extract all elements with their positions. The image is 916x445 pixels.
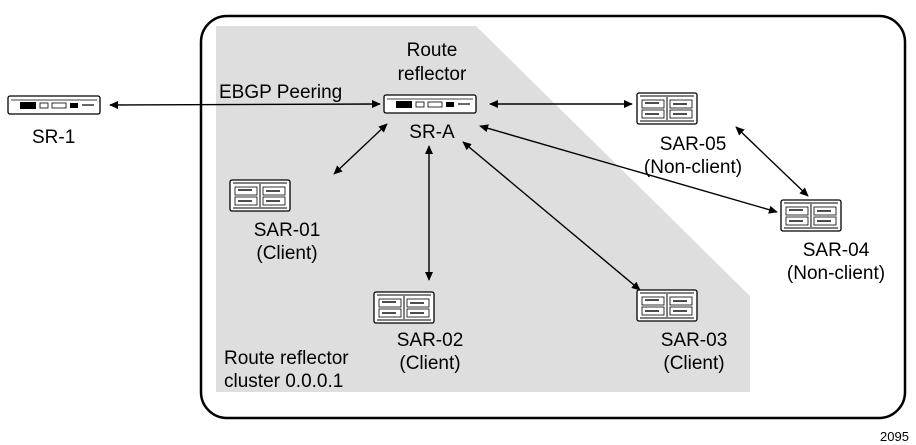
sar02-role-label: (Client) bbox=[399, 353, 460, 374]
link-sra-sar01 bbox=[333, 123, 388, 175]
sra-role-label-line1: Route bbox=[407, 40, 458, 61]
sr1-label: SR-1 bbox=[32, 127, 75, 148]
link-sra-sar03 bbox=[462, 141, 641, 291]
ebgp-peering-label: EBGP Peering bbox=[219, 82, 342, 103]
sar05-role-label: (Non-client) bbox=[644, 157, 742, 178]
sra-router-icon bbox=[383, 94, 477, 114]
cluster-label-line2: cluster 0.0.0.1 bbox=[224, 371, 343, 392]
sr1-router-icon bbox=[7, 95, 101, 115]
sar04-label: SAR-04 bbox=[803, 240, 870, 261]
sra-role-label-line2: reflector bbox=[398, 64, 467, 85]
sar03-label: SAR-03 bbox=[661, 330, 728, 351]
sar03-role-label: (Client) bbox=[663, 353, 724, 374]
sar02-switch-chassis-icon bbox=[373, 291, 435, 324]
link-sr1-sra bbox=[109, 99, 381, 110]
sar01-role-label: (Client) bbox=[256, 243, 317, 264]
sra-label: SR-A bbox=[409, 122, 455, 143]
sar01-switch-chassis-icon bbox=[229, 179, 291, 212]
figure-number: 2095 bbox=[880, 429, 909, 444]
link-sar05-sar04 bbox=[735, 126, 809, 197]
sar03-switch-chassis-icon bbox=[636, 289, 698, 322]
cluster-label-line1: Route reflector bbox=[224, 348, 349, 369]
sar05-label: SAR-05 bbox=[660, 134, 727, 155]
sar04-role-label: (Non-client) bbox=[787, 263, 885, 284]
sar04-switch-chassis-icon bbox=[780, 199, 842, 232]
sar05-switch-chassis-icon bbox=[636, 92, 698, 125]
sar01-label: SAR-01 bbox=[254, 220, 321, 241]
sar02-label: SAR-02 bbox=[397, 330, 464, 351]
